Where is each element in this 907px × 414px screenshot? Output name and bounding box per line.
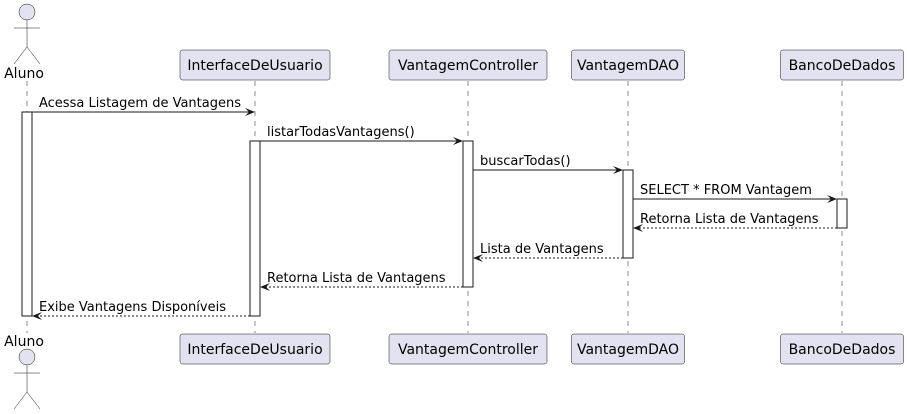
- actor-label: Aluno: [4, 66, 44, 82]
- actor-label: Aluno: [4, 334, 44, 350]
- arrow-head-icon: [453, 137, 463, 145]
- message-1: Acessa Listagem de Vantagens: [32, 96, 255, 116]
- participant-box: [388, 333, 548, 365]
- message-5: Retorna Lista de Vantagens: [633, 212, 837, 232]
- participant-dao-bottom: VantagemDAO: [571, 333, 685, 365]
- message-label: buscarTodas(): [480, 154, 571, 169]
- actor-leg-right: [26, 391, 41, 410]
- message-label: listarTodasVantagens(): [267, 125, 415, 140]
- message-3: buscarTodas(): [473, 154, 623, 174]
- lifelines: [26, 81, 843, 333]
- participant-db-bottom: BancoDeDados: [780, 333, 904, 365]
- actor-head-icon: [18, 3, 36, 21]
- activation-bar-db: [836, 198, 848, 229]
- message-label: Retorna Lista de Vantagens: [267, 271, 446, 286]
- participant-box: [780, 333, 904, 365]
- arrow-head-icon: [633, 224, 643, 232]
- participant-label: VantagemController: [398, 342, 538, 358]
- participant-label: VantagemController: [398, 58, 538, 74]
- message-label: Acessa Listagem de Vantagens: [39, 96, 241, 111]
- arrow-head-icon: [827, 195, 837, 203]
- participant-db-top: BancoDeDados: [780, 49, 904, 81]
- arrow-head-icon: [245, 108, 255, 116]
- message-8: Exibe Vantagens Disponíveis: [32, 300, 250, 320]
- message-label: Lista de Vantagens: [480, 242, 604, 257]
- arrow-head-icon: [473, 254, 483, 262]
- actor-head-icon: [18, 348, 36, 366]
- message-label: Exibe Vantagens Disponíveis: [39, 300, 226, 315]
- actor-aluno-top: Aluno: [4, 3, 44, 82]
- actor-aluno-bottom: Aluno: [4, 334, 44, 410]
- message-label: SELECT * FROM Vantagem: [640, 183, 812, 198]
- message-label: Retorna Lista de Vantagens: [640, 212, 819, 227]
- participant-label: InterfaceDeUsuario: [187, 58, 322, 74]
- participant-box: [571, 49, 685, 81]
- message-2: listarTodasVantagens(): [260, 125, 463, 145]
- participant-box: [780, 49, 904, 81]
- participant-ctrl-top: VantagemController: [388, 49, 548, 81]
- participant-label: BancoDeDados: [789, 58, 896, 74]
- participant-label: VantagemDAO: [577, 58, 679, 74]
- participant-box: [571, 333, 685, 365]
- actor-leg-left: [13, 391, 28, 410]
- participant-box: [179, 333, 331, 365]
- message-7: Retorna Lista de Vantagens: [260, 271, 463, 291]
- participant-ui-bottom: InterfaceDeUsuario: [179, 333, 331, 365]
- message-4: SELECT * FROM Vantagem: [633, 183, 837, 203]
- arrow-head-icon: [260, 283, 270, 291]
- messages: Acessa Listagem de Vantagens listarTodasV…: [32, 96, 837, 320]
- activation-bar-aluno: [21, 111, 33, 317]
- participant-label: InterfaceDeUsuario: [187, 342, 322, 358]
- activation-bar-ctrl: [462, 140, 474, 288]
- arrow-head-icon: [613, 166, 623, 174]
- actor-leg-right: [26, 46, 41, 65]
- participant-label: VantagemDAO: [577, 342, 679, 358]
- activation-bar-dao: [622, 169, 634, 259]
- participants: AlunoAlunoInterfaceDeUsuarioInterfaceDeU…: [4, 3, 904, 410]
- participant-label: BancoDeDados: [789, 342, 896, 358]
- participant-ctrl-bottom: VantagemController: [388, 333, 548, 365]
- activation-bar-ui: [249, 140, 261, 317]
- activation-bars: [21, 111, 848, 317]
- arrow-head-icon: [32, 312, 42, 320]
- participant-box: [179, 49, 331, 81]
- message-6: Lista de Vantagens: [473, 242, 623, 262]
- actor-leg-left: [13, 46, 28, 65]
- participant-dao-top: VantagemDAO: [571, 49, 685, 81]
- participant-box: [388, 49, 548, 81]
- participant-ui-top: InterfaceDeUsuario: [179, 49, 331, 81]
